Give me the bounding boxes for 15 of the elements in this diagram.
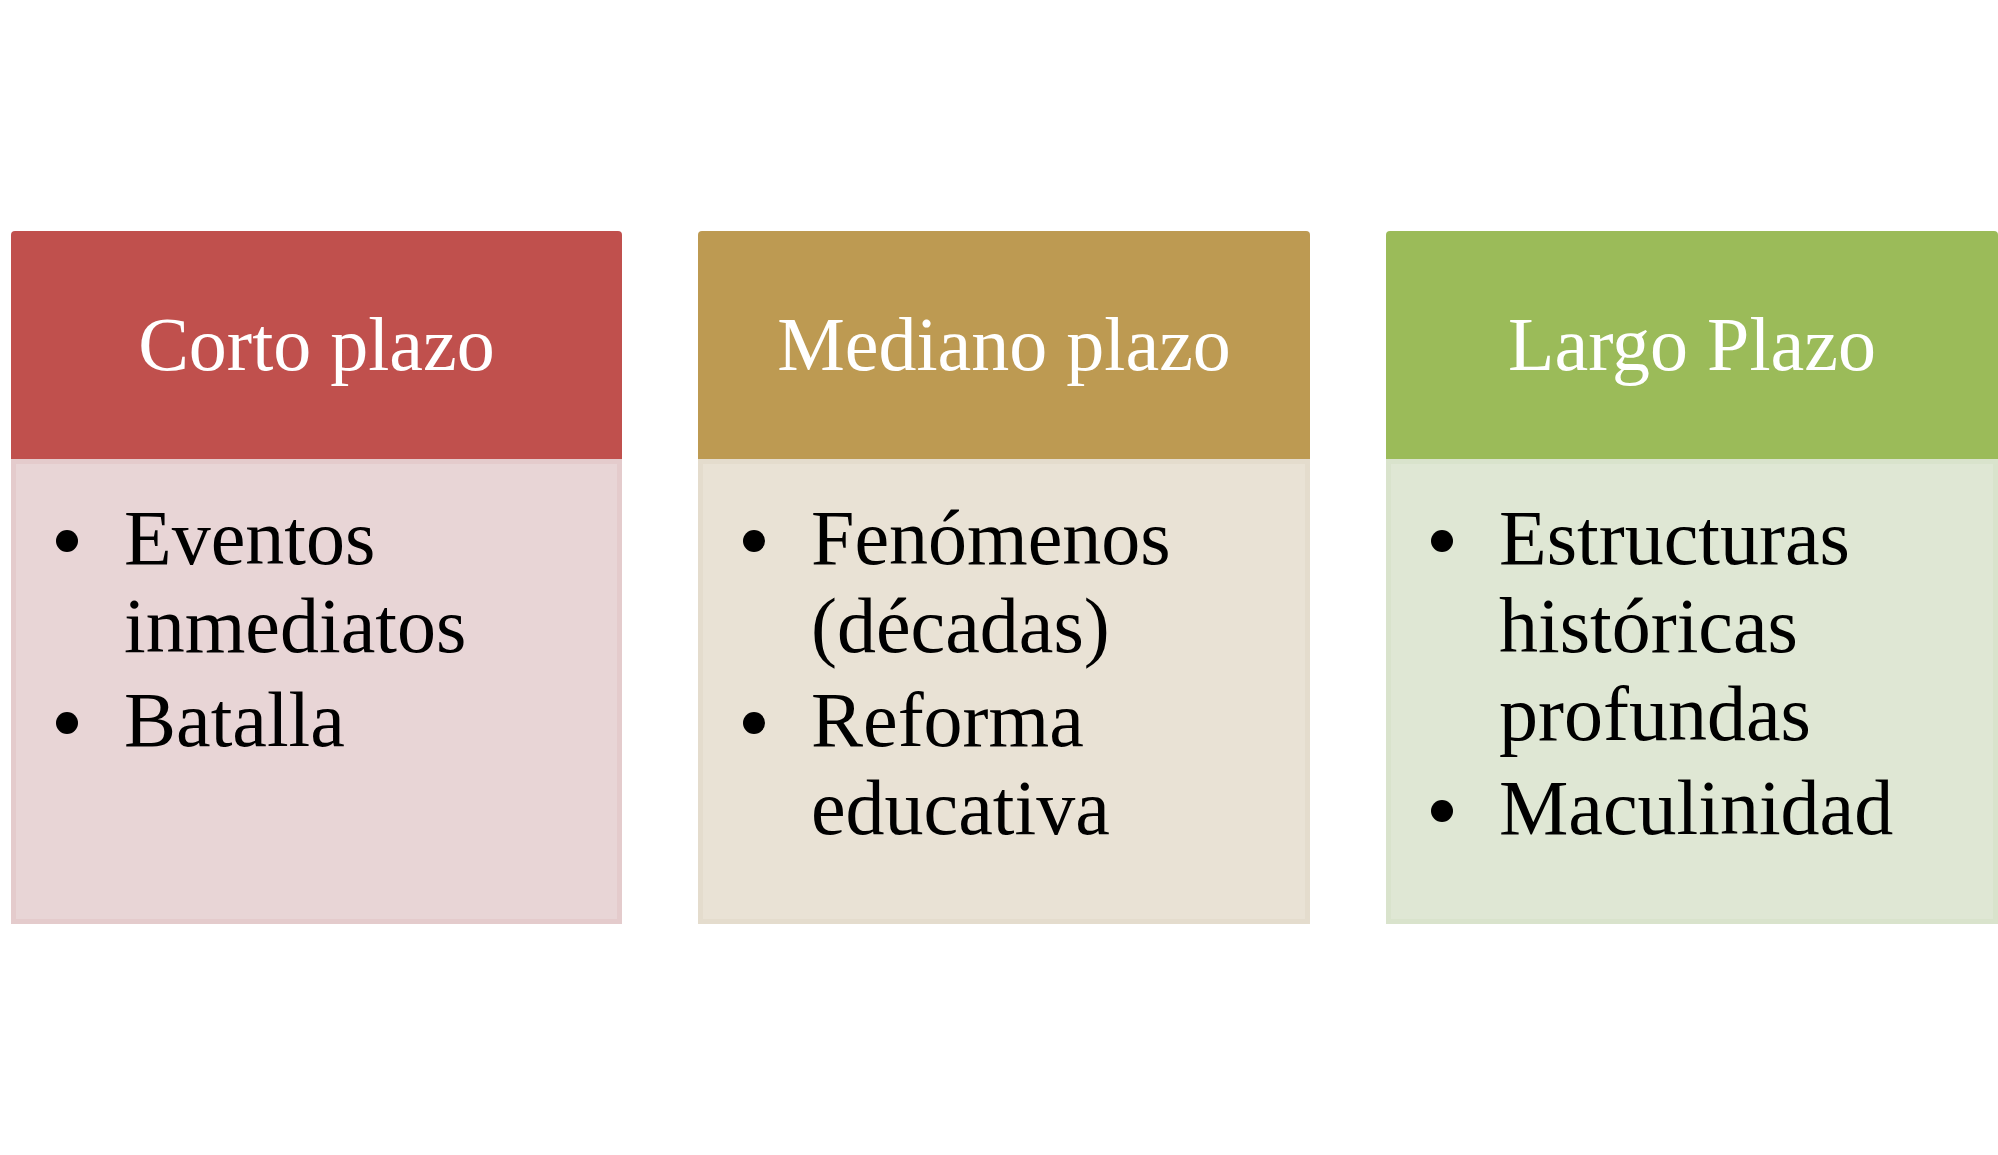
header-box bbox=[11, 231, 622, 459]
list-item: Reforma educativa bbox=[811, 676, 1111, 852]
content-panel bbox=[698, 459, 1310, 924]
heading: Largo Plazo bbox=[1508, 303, 1876, 387]
heading: Mediano plazo bbox=[777, 303, 1231, 387]
list-item: Eventos inmediatos bbox=[124, 494, 468, 670]
list-item: Maculinidad bbox=[1499, 764, 1894, 852]
content-panel bbox=[1386, 459, 1998, 924]
header-box bbox=[698, 231, 1310, 459]
list-item: Estructuras históricas profundas bbox=[1499, 494, 1851, 758]
list-item: Fenómenos (décadas) bbox=[811, 494, 1172, 670]
header-box bbox=[1386, 231, 1998, 459]
heading: Corto plazo bbox=[138, 303, 495, 387]
content-panel bbox=[11, 459, 622, 924]
list-item: Batalla bbox=[124, 676, 345, 764]
